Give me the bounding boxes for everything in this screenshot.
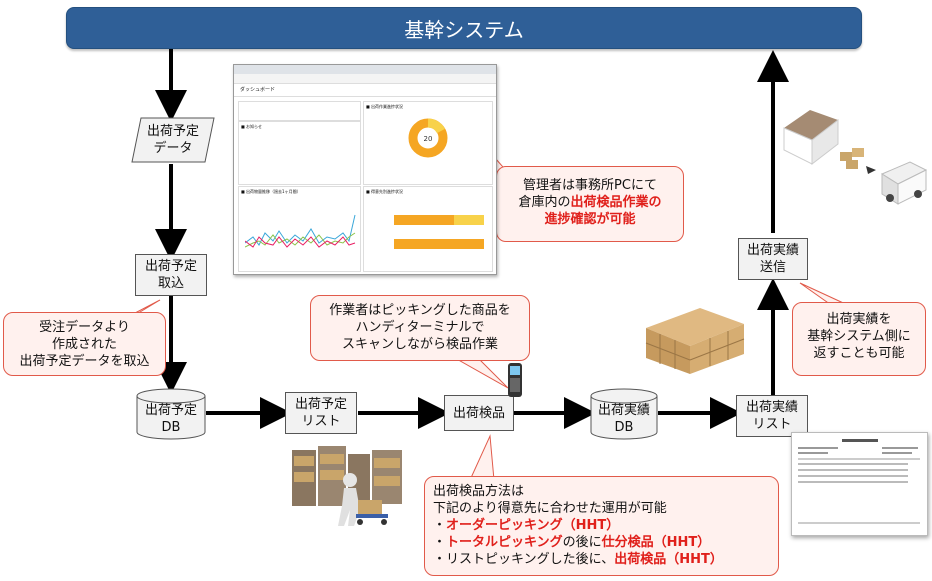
dashboard-volume-panel: ■ 出荷物量推移（過去1ヶ月間） xyxy=(238,186,361,272)
document-lines xyxy=(798,439,920,524)
shipment-plan-data-label: 出荷予定 データ xyxy=(146,124,199,156)
progress-title: ■ 出荷作業進捗状況 xyxy=(366,104,404,109)
manager-line1: 管理者は事務所PCにて xyxy=(523,178,657,193)
callout-manager: 管理者は事務所PCにて 倉庫内の出荷検品作業の 進捗確認が可能 xyxy=(496,166,684,242)
callout-worker: 作業者はピッキングした商品を ハンディターミナルで スキャンしながら検品作業 xyxy=(310,295,530,361)
volume-title: ■ 出荷物量推移（過去1ヶ月間） xyxy=(241,189,301,194)
volume-line-chart xyxy=(245,214,356,248)
shipment-plan-list-node: 出荷予定 リスト xyxy=(285,392,357,434)
dashboard-notice-panel: ■ お知らせ xyxy=(238,121,361,185)
dashboard-destination-panel: ■ 得意先別進捗状況 xyxy=(363,186,493,272)
dashboard-filter-panel xyxy=(238,101,361,121)
shipment-result-send-node: 出荷実績 送信 xyxy=(738,238,808,280)
destination-title: ■ 得意先別進捗状況 xyxy=(366,189,404,194)
callout-order-import: 受注データより 作成された 出荷予定データを取込 xyxy=(3,312,166,376)
progress-donut: 20 xyxy=(408,118,448,158)
shipment-plan-db-label: 出荷予定 DB xyxy=(144,403,197,435)
result-list-document-thumbnail xyxy=(791,432,928,536)
donut-value: 20 xyxy=(424,135,433,143)
manager-line2-highlight: 出荷検品作業の xyxy=(570,195,662,210)
pallet-boxes-illustration xyxy=(645,308,745,374)
browser-tab-bar xyxy=(234,65,496,74)
dashboard-progress-panel: ■ 出荷作業進捗状況 20 xyxy=(363,101,493,185)
shipment-inspection-node: 出荷検品 xyxy=(444,395,514,431)
shipment-plan-db-node: 出荷予定 DB xyxy=(136,388,206,440)
core-system-header: 基幹システム xyxy=(66,7,862,49)
destination-bar-2 xyxy=(394,239,484,249)
method-line2: 下記のより得意先に合わせた運用が可能 xyxy=(433,501,667,516)
shipment-result-list-node: 出荷実績 リスト xyxy=(736,395,808,437)
method-item1: ・オーダーピッキング（HHT） xyxy=(433,518,620,533)
method-item2: ・トータルピッキングの後に仕分検品（HHT） xyxy=(433,535,711,550)
warehouse-truck-illustration xyxy=(783,110,928,205)
notice-title: ■ お知らせ xyxy=(241,124,262,129)
worker-cart-illustration xyxy=(292,446,402,526)
shipment-plan-import-node: 出荷予定 取込 xyxy=(135,254,207,296)
handy-terminal-icon xyxy=(508,363,522,397)
shipment-plan-data-node: 出荷予定 データ xyxy=(131,117,215,163)
shipment-result-db-node: 出荷実績 DB xyxy=(590,388,658,440)
callout-return-results: 出荷実績を 基幹システム側に 返すことも可能 xyxy=(792,302,926,376)
shipment-result-db-label: 出荷実績 DB xyxy=(597,403,650,435)
browser-address-bar xyxy=(234,74,496,84)
destination-bar-1b xyxy=(454,215,484,225)
method-item3: ・リストピッキングした後に、出荷検品（HHT） xyxy=(433,552,723,567)
dashboard-title: ダッシュボード xyxy=(234,84,496,97)
dashboard-screenshot: ダッシュボード ■ お知らせ ■ 出荷作業進捗状況 20 ■ 出荷物量推移（過去… xyxy=(233,64,497,275)
method-line1: 出荷検品方法は xyxy=(433,484,525,499)
destination-bar-1 xyxy=(394,215,454,225)
callout-inspection-methods: 出荷検品方法は 下記のより得意先に合わせた運用が可能 ・オーダーピッキング（HH… xyxy=(424,476,779,576)
manager-line2-prefix: 倉庫内の xyxy=(518,195,571,210)
manager-line3-highlight: 進捗確認が可能 xyxy=(544,212,636,227)
